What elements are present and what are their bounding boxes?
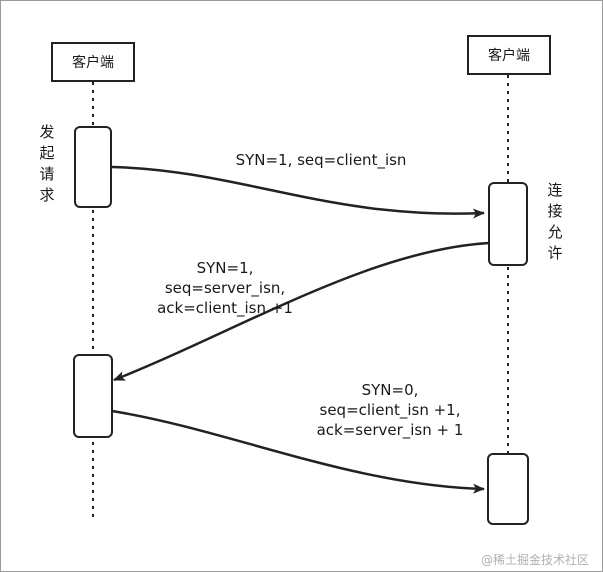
actor-box-right: 客户端 [467,35,551,75]
message-label-2: SYN=1, seq=server_isn, ack=client_isn +1 [140,258,310,318]
message-label-1: SYN=1, seq=client_isn [196,150,446,170]
message-2-line-1: SYN=1, [196,259,254,277]
message-arrow-1 [111,165,485,219]
message-1-line-1: SYN=1, seq=client_isn [235,151,407,169]
watermark: @稀土掘金技术社区 [480,553,589,567]
message-2-line-3: ack=client_isn +1 [157,299,293,317]
message-3-line-1: SYN=0, [361,381,419,399]
actor-label-right: 客户端 [488,48,530,64]
activation-box-left-2 [73,354,113,438]
message-2-line-2: seq=server_isn, [164,279,286,297]
message-label-3: SYN=0, seq=client_isn +1, ack=server_isn… [295,380,485,440]
activation-box-right-2 [487,453,529,525]
actor-label-left: 客户端 [72,55,114,71]
message-3-line-3: ack=server_isn + 1 [316,421,464,439]
activation-box-left-1 [74,126,112,208]
side-label-right: 连接允许 [547,181,563,262]
actor-box-left: 客户端 [51,42,135,82]
side-label-left: 发起请求 [39,123,55,204]
message-3-line-2: seq=client_isn +1, [319,401,461,419]
activation-box-right-1 [488,182,528,266]
message-arrow-2 [113,241,490,382]
message-arrow-3 [111,409,485,494]
